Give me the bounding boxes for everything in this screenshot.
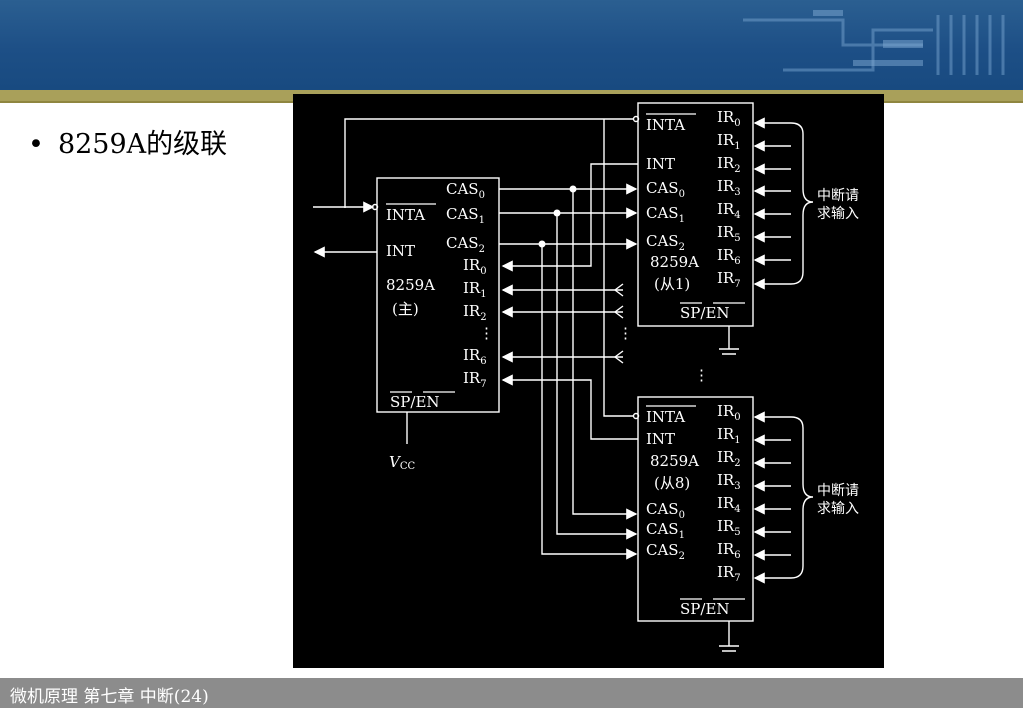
- slave1-int-label: INT: [646, 155, 675, 173]
- slave8-ir-labels: IR0 IR1 IR2 IR3 IR4 IR5 IR6 IR7: [717, 402, 741, 584]
- svg-text:IR6: IR6: [717, 540, 741, 561]
- inta-bus: [344, 118, 634, 208]
- master-role: (主): [392, 300, 419, 318]
- slave8-name: 8259A: [650, 452, 699, 470]
- master-cas0: CAS0: [446, 180, 485, 201]
- svg-text:IR5: IR5: [717, 223, 741, 244]
- slave1-name: 8259A: [650, 253, 699, 271]
- slave1-role: (从1): [654, 275, 690, 293]
- svg-text:IR1: IR1: [717, 425, 741, 446]
- svg-text:IR2: IR2: [717, 154, 741, 175]
- svg-text:IR2: IR2: [717, 448, 741, 469]
- footer-text: 微机原理 第七章 中断(24): [10, 687, 209, 707]
- master-ir1: IR1: [463, 279, 487, 300]
- master-cas2: CAS2: [446, 234, 485, 255]
- slave8-cas0: CAS0: [646, 500, 685, 521]
- slave8-cas2: CAS2: [646, 541, 685, 562]
- slave8-int-wire: [501, 374, 638, 440]
- master-ir6: IR6: [463, 346, 487, 367]
- master-inta-label: INTA: [386, 206, 425, 224]
- master-chip: [376, 177, 500, 413]
- int-request-label-2b: 求输入: [817, 501, 859, 517]
- master-name: 8259A: [386, 276, 435, 294]
- slide-footer: 微机原理 第七章 中断(24): [0, 678, 1023, 708]
- bullet-item: • 8259A的级联: [28, 122, 227, 161]
- master-ir0: IR0: [463, 256, 487, 277]
- slave8-inta-label: INTA: [646, 408, 685, 426]
- bullet-text: 8259A的级联: [57, 129, 228, 160]
- slave1-sp-en: SP/EN: [680, 304, 730, 322]
- svg-text:IR4: IR4: [717, 200, 741, 221]
- svg-text:IR3: IR3: [717, 471, 741, 492]
- slave1-chip: [637, 102, 754, 327]
- master-dots: ⋮: [479, 324, 494, 342]
- svg-text:IR0: IR0: [717, 108, 741, 129]
- slave1-cas2: CAS2: [646, 232, 685, 253]
- slave1-cas1: CAS1: [646, 204, 685, 225]
- svg-text:IR4: IR4: [717, 494, 741, 515]
- master-ir2: IR2: [463, 302, 487, 323]
- slave1-int-wire: [501, 163, 638, 272]
- slave8-sp-en: SP/EN: [680, 600, 730, 618]
- circuit-decoration: [743, 10, 1005, 75]
- slaves-vdots: ⋮: [694, 366, 709, 384]
- slave1-cas0: CAS0: [646, 179, 685, 200]
- svg-text:IR6: IR6: [717, 246, 741, 267]
- slave1-ir-labels: IR0 IR1 IR2 IR3 IR4 IR5 IR6 IR7: [717, 108, 741, 290]
- svg-text:IR7: IR7: [717, 269, 741, 290]
- slide-header: [0, 0, 1023, 90]
- svg-text:IR7: IR7: [717, 563, 741, 584]
- master-ir7: IR7: [463, 369, 487, 390]
- svg-text:IR3: IR3: [717, 177, 741, 198]
- svg-text:IR5: IR5: [717, 517, 741, 538]
- slave1-inta-label: INTA: [646, 116, 685, 134]
- svg-text:IR1: IR1: [717, 131, 741, 152]
- int-request-label-1b: 求输入: [817, 206, 859, 222]
- master-cas1: CAS1: [446, 205, 485, 226]
- cascade-diagram: INTA INT 8259A (主) CAS0 CAS1 CAS2 IR0 IR…: [293, 94, 884, 668]
- slave8-int-label: INT: [646, 430, 675, 448]
- wire-vdots: ⋮: [618, 324, 633, 342]
- slave8-role: (从8): [654, 474, 690, 492]
- master-int-label: INT: [386, 242, 415, 260]
- slave8-cas1: CAS1: [646, 520, 685, 541]
- int-request-label-2a: 中断请: [817, 483, 859, 499]
- master-sp-en: SP/EN: [390, 393, 440, 411]
- vcc-label: VCC: [389, 453, 415, 472]
- bullet-icon: •: [28, 129, 44, 160]
- int-request-label-1a: 中断请: [817, 188, 859, 204]
- slave8-chip: [637, 396, 754, 622]
- svg-text:IR0: IR0: [717, 402, 741, 423]
